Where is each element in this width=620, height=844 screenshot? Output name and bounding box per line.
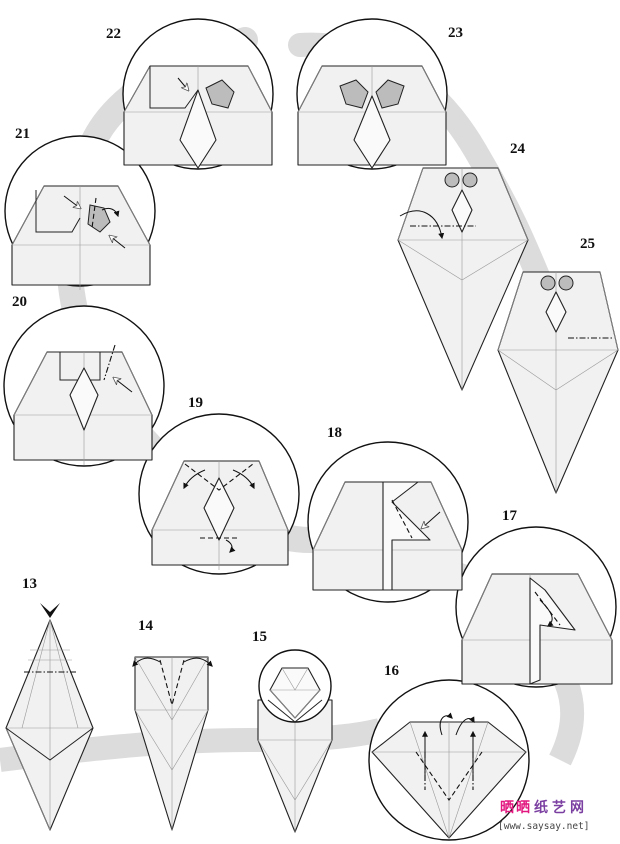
watermark-char: 网 — [570, 800, 584, 816]
watermark-char: 晒 — [500, 800, 514, 816]
site-watermark: 晒 晒 纸 艺 网 [www.saysay.net] — [498, 799, 590, 832]
paper-shape — [135, 657, 208, 830]
step-22: 22 — [106, 19, 273, 169]
step-17: 17 — [456, 508, 616, 687]
watermark-url: [www.saysay.net] — [498, 821, 590, 832]
step-label: 18 — [327, 425, 342, 441]
step-label: 19 — [188, 395, 203, 411]
watermark-char: 艺 — [552, 799, 566, 816]
step-14: 14 — [133, 618, 212, 830]
step-label: 24 — [510, 141, 526, 157]
step-13: 13 — [6, 576, 93, 830]
paper-shape — [6, 620, 93, 830]
step-label: 16 — [384, 663, 400, 679]
step-label: 25 — [580, 236, 595, 252]
step-label: 22 — [106, 26, 121, 42]
step-label: 17 — [502, 508, 518, 524]
step-label: 15 — [252, 629, 267, 645]
step-20: 20 — [4, 294, 164, 466]
step-15: 15 — [252, 629, 332, 832]
watermark-char: 纸 — [534, 799, 548, 816]
step-label: 23 — [448, 25, 463, 41]
step-23: 23 — [297, 19, 463, 169]
step-label: 14 — [138, 618, 154, 634]
step-18: 18 — [308, 425, 468, 602]
step-label: 20 — [12, 294, 27, 310]
watermark-char: 晒 — [516, 800, 530, 816]
step-19: 19 — [139, 395, 299, 574]
step-25: 25 — [498, 236, 618, 493]
push-arrow-icon — [40, 603, 60, 618]
step-label: 21 — [15, 126, 30, 142]
step-label: 13 — [22, 576, 37, 592]
